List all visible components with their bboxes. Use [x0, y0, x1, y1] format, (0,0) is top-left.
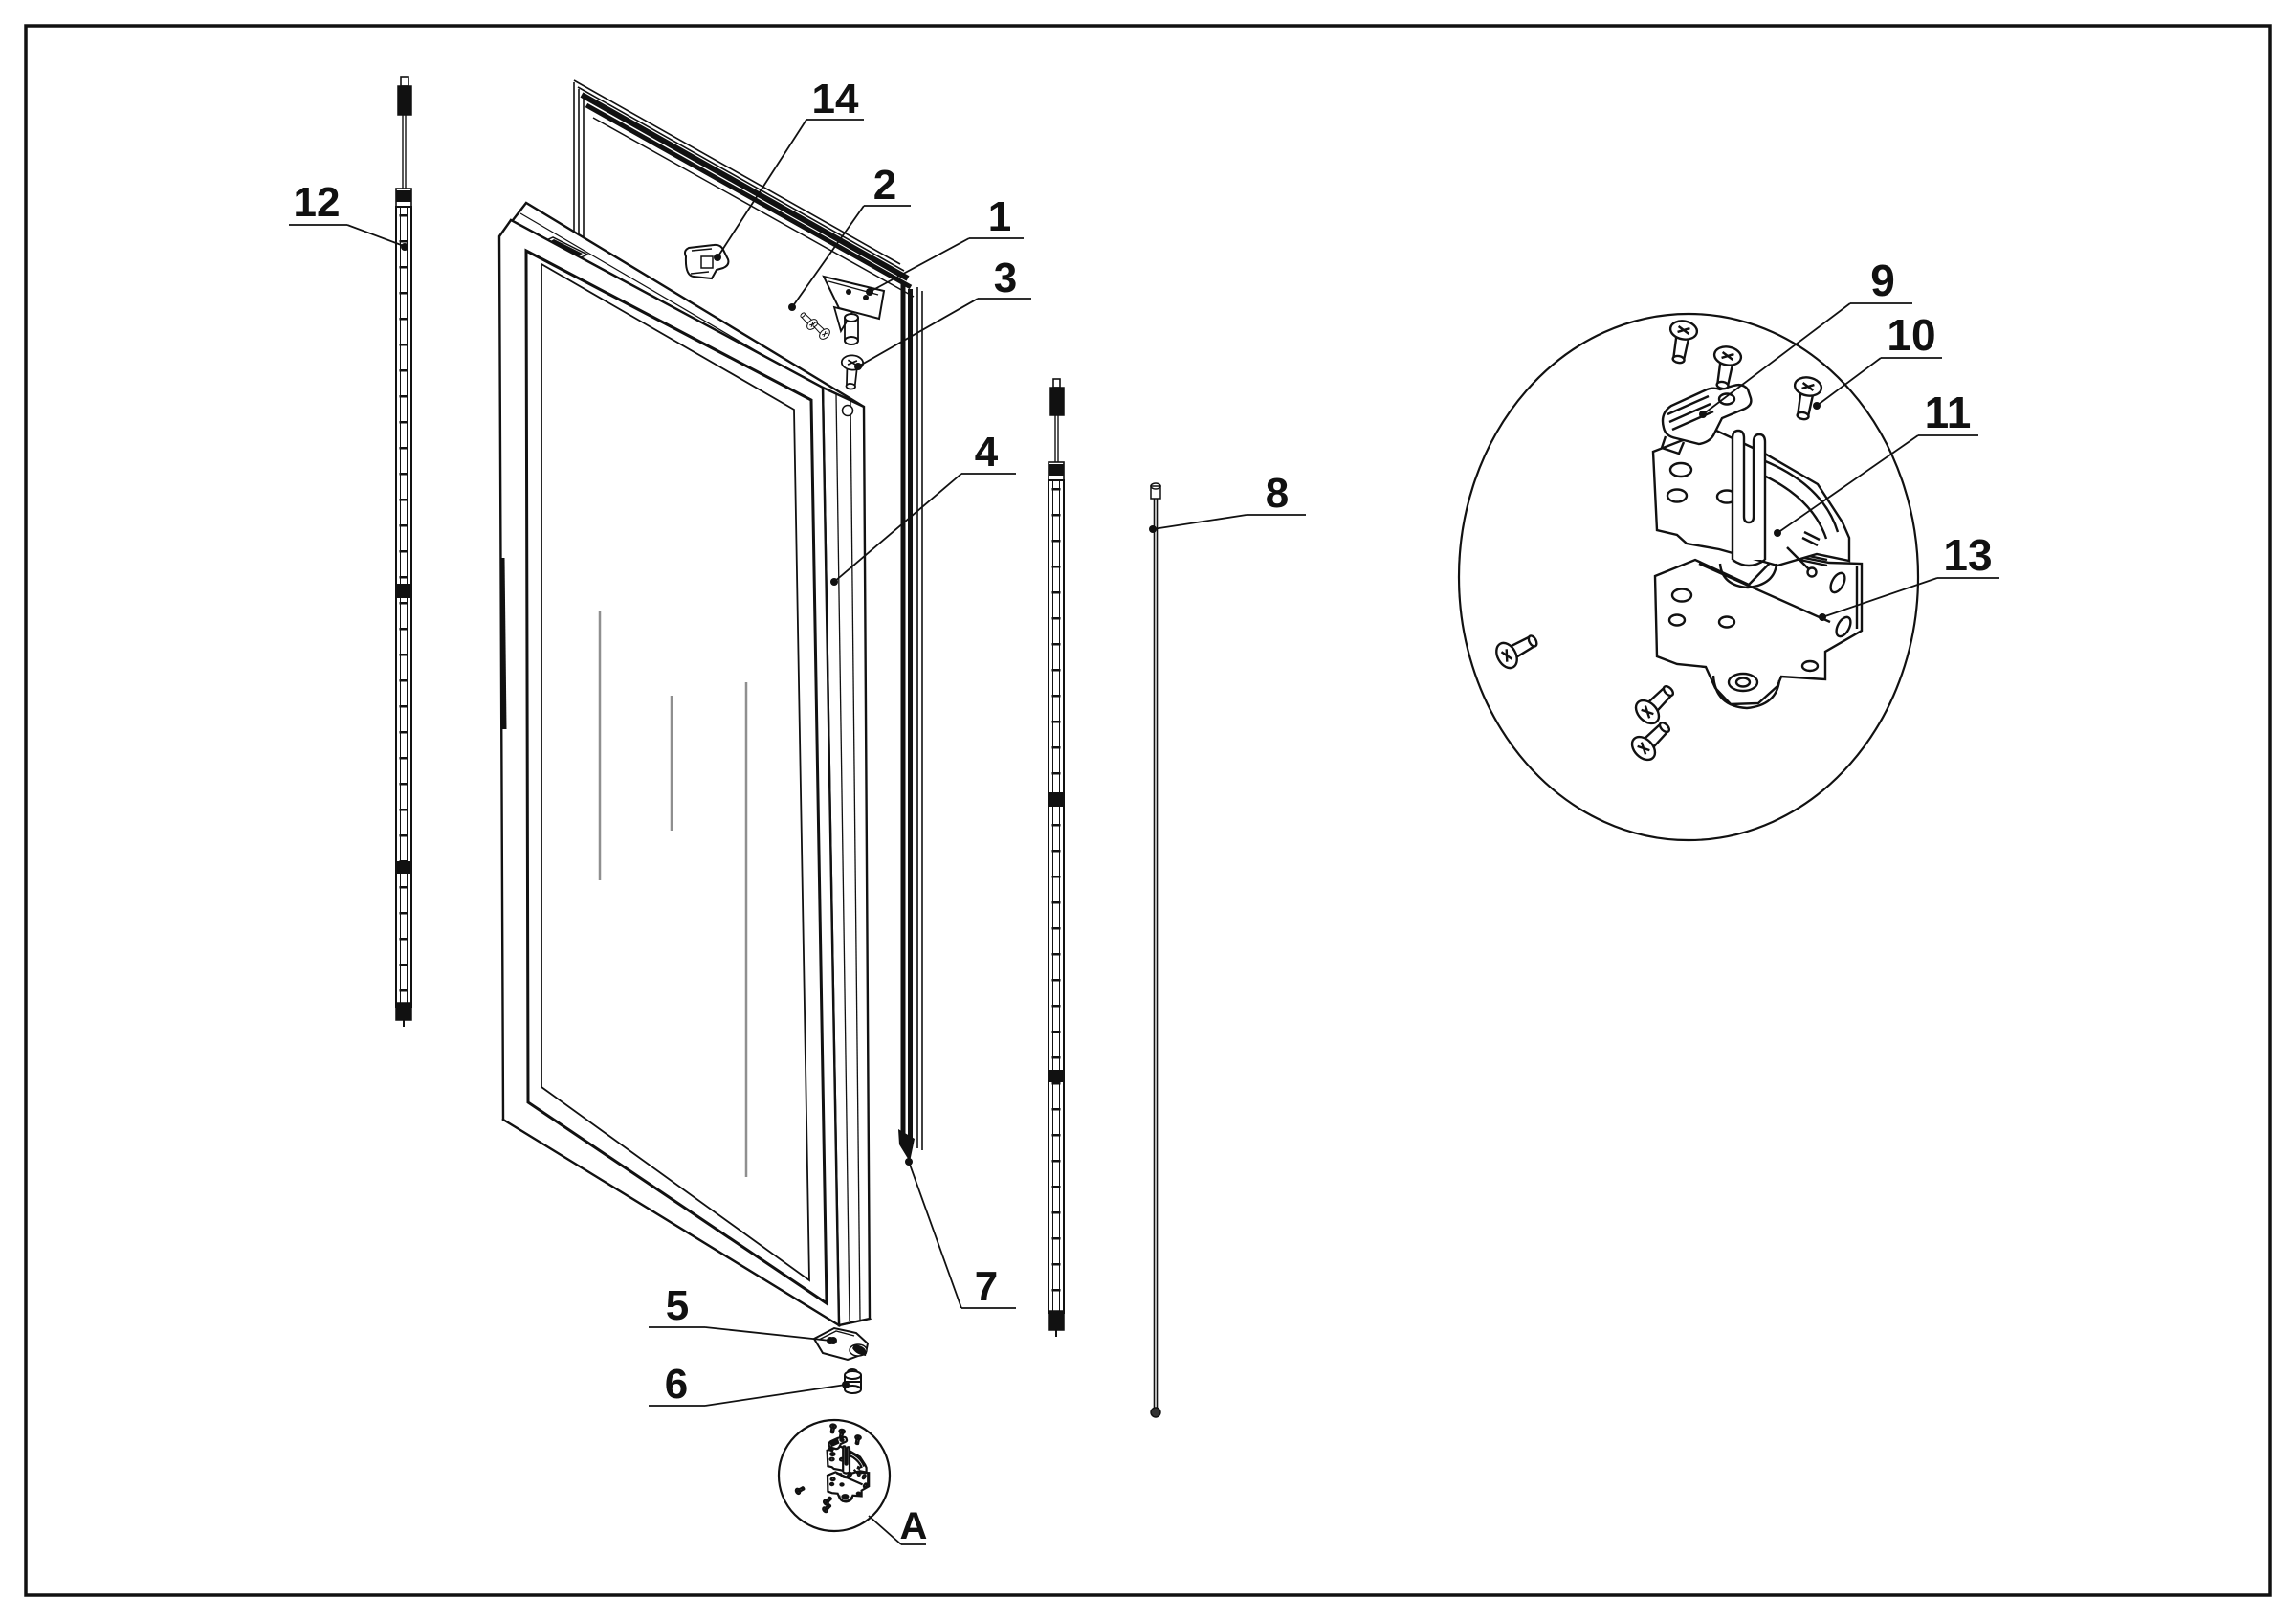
- callout-detail-a: A: [868, 1505, 928, 1547]
- callout-1: 1: [866, 193, 1024, 296]
- callout-label-3: 3: [994, 255, 1017, 301]
- callout-14: 14: [714, 76, 864, 261]
- top-hinge-pin: [844, 313, 859, 345]
- top-hinge-bracket: [822, 275, 886, 345]
- callout-label-1: 1: [988, 193, 1011, 240]
- heater-wire-rod: [1150, 482, 1161, 1418]
- bracket-screws: [797, 309, 832, 342]
- callout-7: 7: [905, 1158, 1016, 1310]
- callout-label-8: 8: [1266, 470, 1289, 517]
- connector-tab: [400, 76, 409, 87]
- callout-label-13: 13: [1943, 530, 1992, 580]
- rod-end-tip: [1150, 1407, 1161, 1418]
- callout-11: 11: [1774, 388, 1978, 537]
- bottom-hinge-screw: [844, 1368, 862, 1394]
- glass-edge: [541, 262, 810, 1282]
- gasket-strip-top-inner: [585, 102, 913, 290]
- callout-10: 10: [1813, 310, 1942, 410]
- rod-top-cap: [1150, 485, 1161, 500]
- wire-connector: [1049, 387, 1065, 416]
- connector-tab: [1052, 378, 1061, 389]
- callout-6: 6: [649, 1361, 850, 1408]
- callout-13: 13: [1819, 530, 1999, 621]
- drawing-border: [24, 24, 2272, 1597]
- top-pivot-screw: [839, 353, 865, 391]
- strip-end-cap: [1048, 1310, 1065, 1331]
- door-front-face: [497, 218, 841, 1328]
- strip-end-cap: [395, 1002, 412, 1021]
- callout-label-a: A: [900, 1505, 928, 1547]
- callout-label-9: 9: [1870, 255, 1895, 305]
- callout-label-2: 2: [873, 162, 896, 209]
- callout-label-10: 10: [1887, 310, 1935, 360]
- callout-label-6: 6: [665, 1361, 688, 1408]
- callout-label-4: 4: [975, 429, 999, 476]
- callouts: 14 2 1 3 4: [289, 76, 1999, 1547]
- door-inner-frame: [524, 248, 828, 1306]
- callout-12: 12: [289, 179, 408, 251]
- bottom-hinge-bracket: [812, 1326, 870, 1362]
- detail-circle-main: [1457, 312, 1920, 842]
- gasket-strip-top-outer: [580, 92, 910, 281]
- callout-5: 5: [649, 1282, 834, 1344]
- callout-label-7: 7: [975, 1263, 998, 1310]
- callout-label-12: 12: [294, 179, 341, 226]
- led-strip-right: [1048, 378, 1065, 1337]
- callout-label-5: 5: [666, 1282, 689, 1329]
- glass-panel-reflections: [598, 611, 748, 1177]
- led-strip-left: [395, 76, 412, 1027]
- hinge-pin-cover-clip: [684, 243, 730, 280]
- callout-3: 3: [854, 255, 1031, 370]
- wire-connector: [397, 85, 412, 116]
- callout-4: 4: [830, 429, 1016, 586]
- detail-circle-a: [777, 1418, 892, 1533]
- gasket-panel: [573, 79, 923, 1162]
- door-left-edge-detail: [499, 557, 507, 730]
- gasket-tail: [898, 1129, 915, 1162]
- callout-label-11: 11: [1925, 388, 1972, 437]
- callout-8: 8: [1149, 470, 1306, 533]
- hinge-screw-hole: [841, 404, 854, 417]
- door-frame: [497, 201, 872, 1328]
- callout-2: 2: [788, 162, 911, 311]
- callout-9: 9: [1699, 255, 1912, 418]
- callout-label-14: 14: [812, 76, 859, 122]
